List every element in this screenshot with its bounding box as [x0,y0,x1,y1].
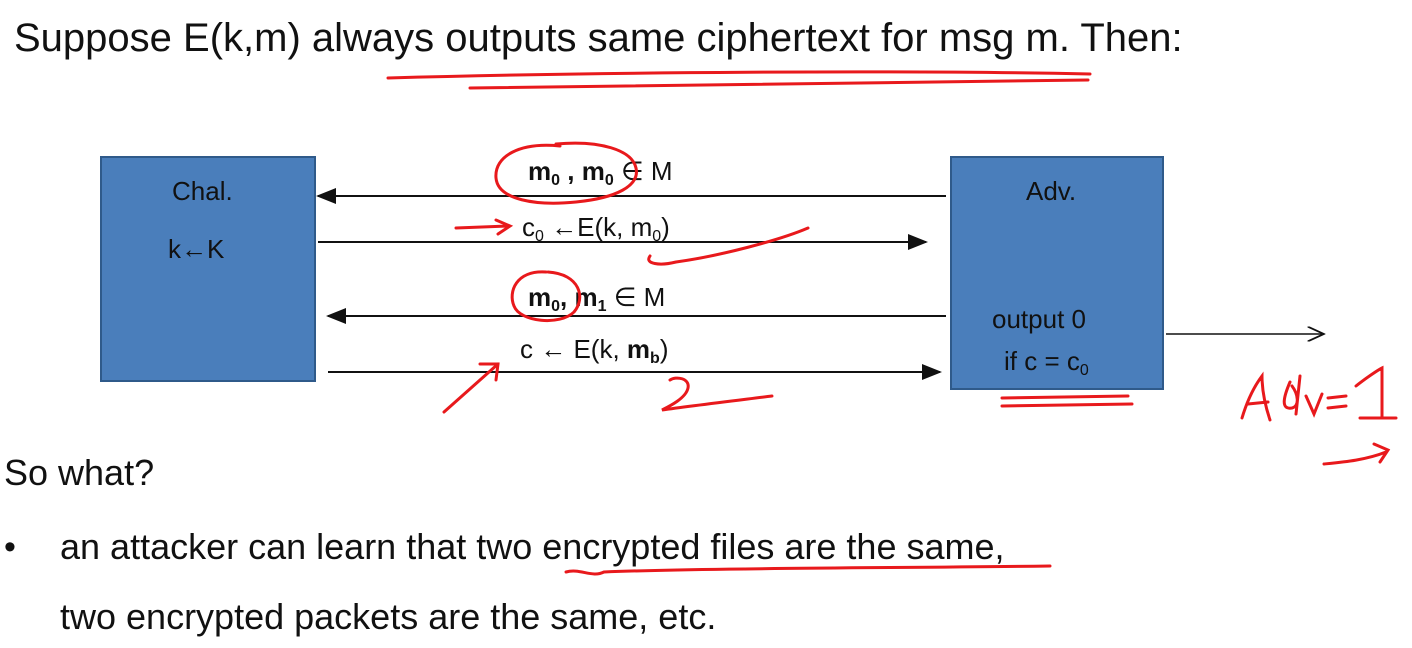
slide-title: Suppose E(k,m) always outputs same ciphe… [14,16,1183,60]
circle-m0-ink [510,270,582,323]
adversary-output-line2: if c = c0 [1004,346,1089,379]
message-response-1: c0 ←E(k, m0) [522,212,670,245]
adv-equals-one-ink [1240,365,1398,422]
bullet-line-2: two encrypted packets are the same, etc. [60,596,717,637]
ink-squiggle-b [661,376,774,412]
challenger-label: Chal. [172,176,233,206]
adversary-label: Adv. [1026,176,1077,206]
title-underline-ink-2 [468,78,1090,90]
bullet-line-1: an attacker can learn that two encrypted… [60,526,1005,567]
adversary-output-line1: output 0 [992,304,1086,334]
message-query-1: m0 , m0 ∈ M [528,156,673,189]
bullet-underline-ink [564,564,1052,576]
bullet-mark: • [4,528,16,566]
adversary-box: Adv. output 0 if c = c0 [950,156,1164,390]
ink-curve-1 [647,226,810,266]
arrow-ink-2 [442,362,500,414]
challenger-keygen: k←K [168,234,225,264]
message-response-2: c ← E(k, mb) [520,334,669,367]
message-query-2: m0, m1 ∈ M [528,282,666,315]
ink-arrow-hook [1322,442,1391,466]
circle-m0-pair-ink [494,141,638,205]
adv-underline-ink [1000,394,1134,408]
arrow-ink-1 [454,218,514,236]
so-what-heading: So what? [4,452,155,493]
challenger-box: Chal. k←K [100,156,316,382]
title-underline-ink [386,70,1092,80]
